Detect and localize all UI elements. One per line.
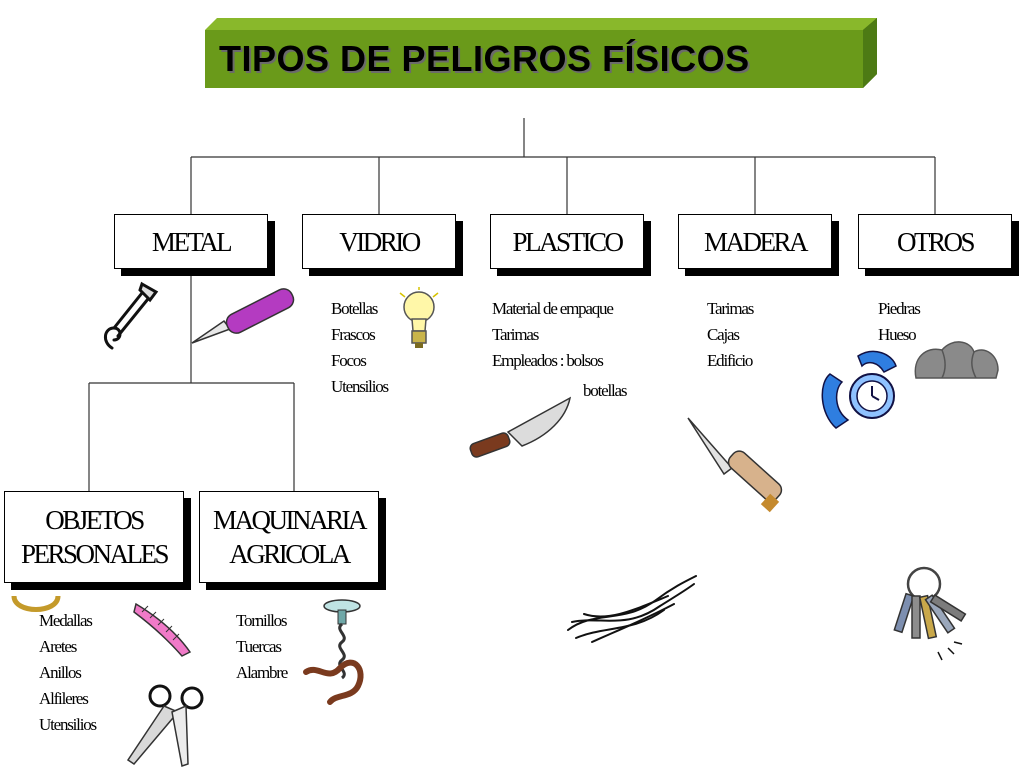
plastico-list: Material de empaque Tarimas Empleados : … <box>492 296 626 404</box>
list-item: Tuercas <box>236 634 287 660</box>
corkscrew-icon <box>300 598 372 708</box>
keys-icon <box>878 564 978 664</box>
category-label-madera: MADERA <box>704 225 806 259</box>
list-item: Tarimas <box>707 296 753 322</box>
subcategory-label-line2: AGRICOLA <box>229 537 349 571</box>
category-box-metal: METAL <box>114 214 268 269</box>
safety-pin-icon <box>98 278 164 356</box>
list-item: Edificio <box>707 348 753 374</box>
scissors-icon <box>124 682 214 768</box>
category-label-vidrio: VIDRIO <box>339 225 419 259</box>
list-item: Botellas <box>331 296 388 322</box>
list-item: Tarimas <box>492 322 626 348</box>
subcategory-label-line1: MAQUINARIA <box>213 503 365 537</box>
list-item: Anillos <box>39 660 96 686</box>
subcategory-label-line1: OBJETOS <box>45 503 143 537</box>
madera-list: Tarimas Cajas Edificio <box>707 296 753 374</box>
subcategory-box-objetos-personales: OBJETOS PERSONALES <box>4 491 184 583</box>
subcategory-label-line2: PERSONALES <box>21 537 167 571</box>
hair-icon <box>564 570 700 646</box>
list-item: Aretes <box>39 634 96 660</box>
list-item: Piedras <box>878 296 920 322</box>
list-item: Tornillos <box>236 608 287 634</box>
comb-icon <box>132 598 194 658</box>
subcategory-box-maquinaria-agricola: MAQUINARIA AGRICOLA <box>199 491 379 583</box>
list-item: Utensilios <box>39 712 96 738</box>
list-item: botellas <box>583 378 626 404</box>
list-item: Utensilios <box>331 374 388 400</box>
list-item: Empleados : bolsos <box>492 348 626 374</box>
maquinaria-agricola-list: Tornillos Tuercas Alambre <box>236 608 287 686</box>
utility-knife-icon <box>188 287 300 349</box>
machete-icon <box>466 392 576 466</box>
list-item: Frascos <box>331 322 388 348</box>
stones-icon <box>912 330 1002 382</box>
list-item: Alfileres <box>39 686 96 712</box>
list-item: Alambre <box>236 660 287 686</box>
list-item: Material de empaque <box>492 296 626 322</box>
category-box-otros: OTROS <box>858 214 1012 269</box>
light-bulb-icon <box>398 287 440 353</box>
pocket-knife-icon <box>684 414 788 516</box>
ring-icon <box>10 584 62 624</box>
list-item: Focos <box>331 348 388 374</box>
vidrio-list: Botellas Frascos Focos Utensilios <box>331 296 388 400</box>
category-box-madera: MADERA <box>678 214 832 269</box>
wristwatch-icon <box>818 344 902 436</box>
category-label-metal: METAL <box>152 225 230 259</box>
category-label-otros: OTROS <box>897 225 973 259</box>
category-label-plastico: PLASTICO <box>512 225 621 259</box>
objetos-personales-list: Medallas Aretes Anillos Alfileres Utensi… <box>39 608 96 738</box>
category-box-vidrio: VIDRIO <box>302 214 456 269</box>
list-item: Cajas <box>707 322 753 348</box>
category-box-plastico: PLASTICO <box>490 214 644 269</box>
